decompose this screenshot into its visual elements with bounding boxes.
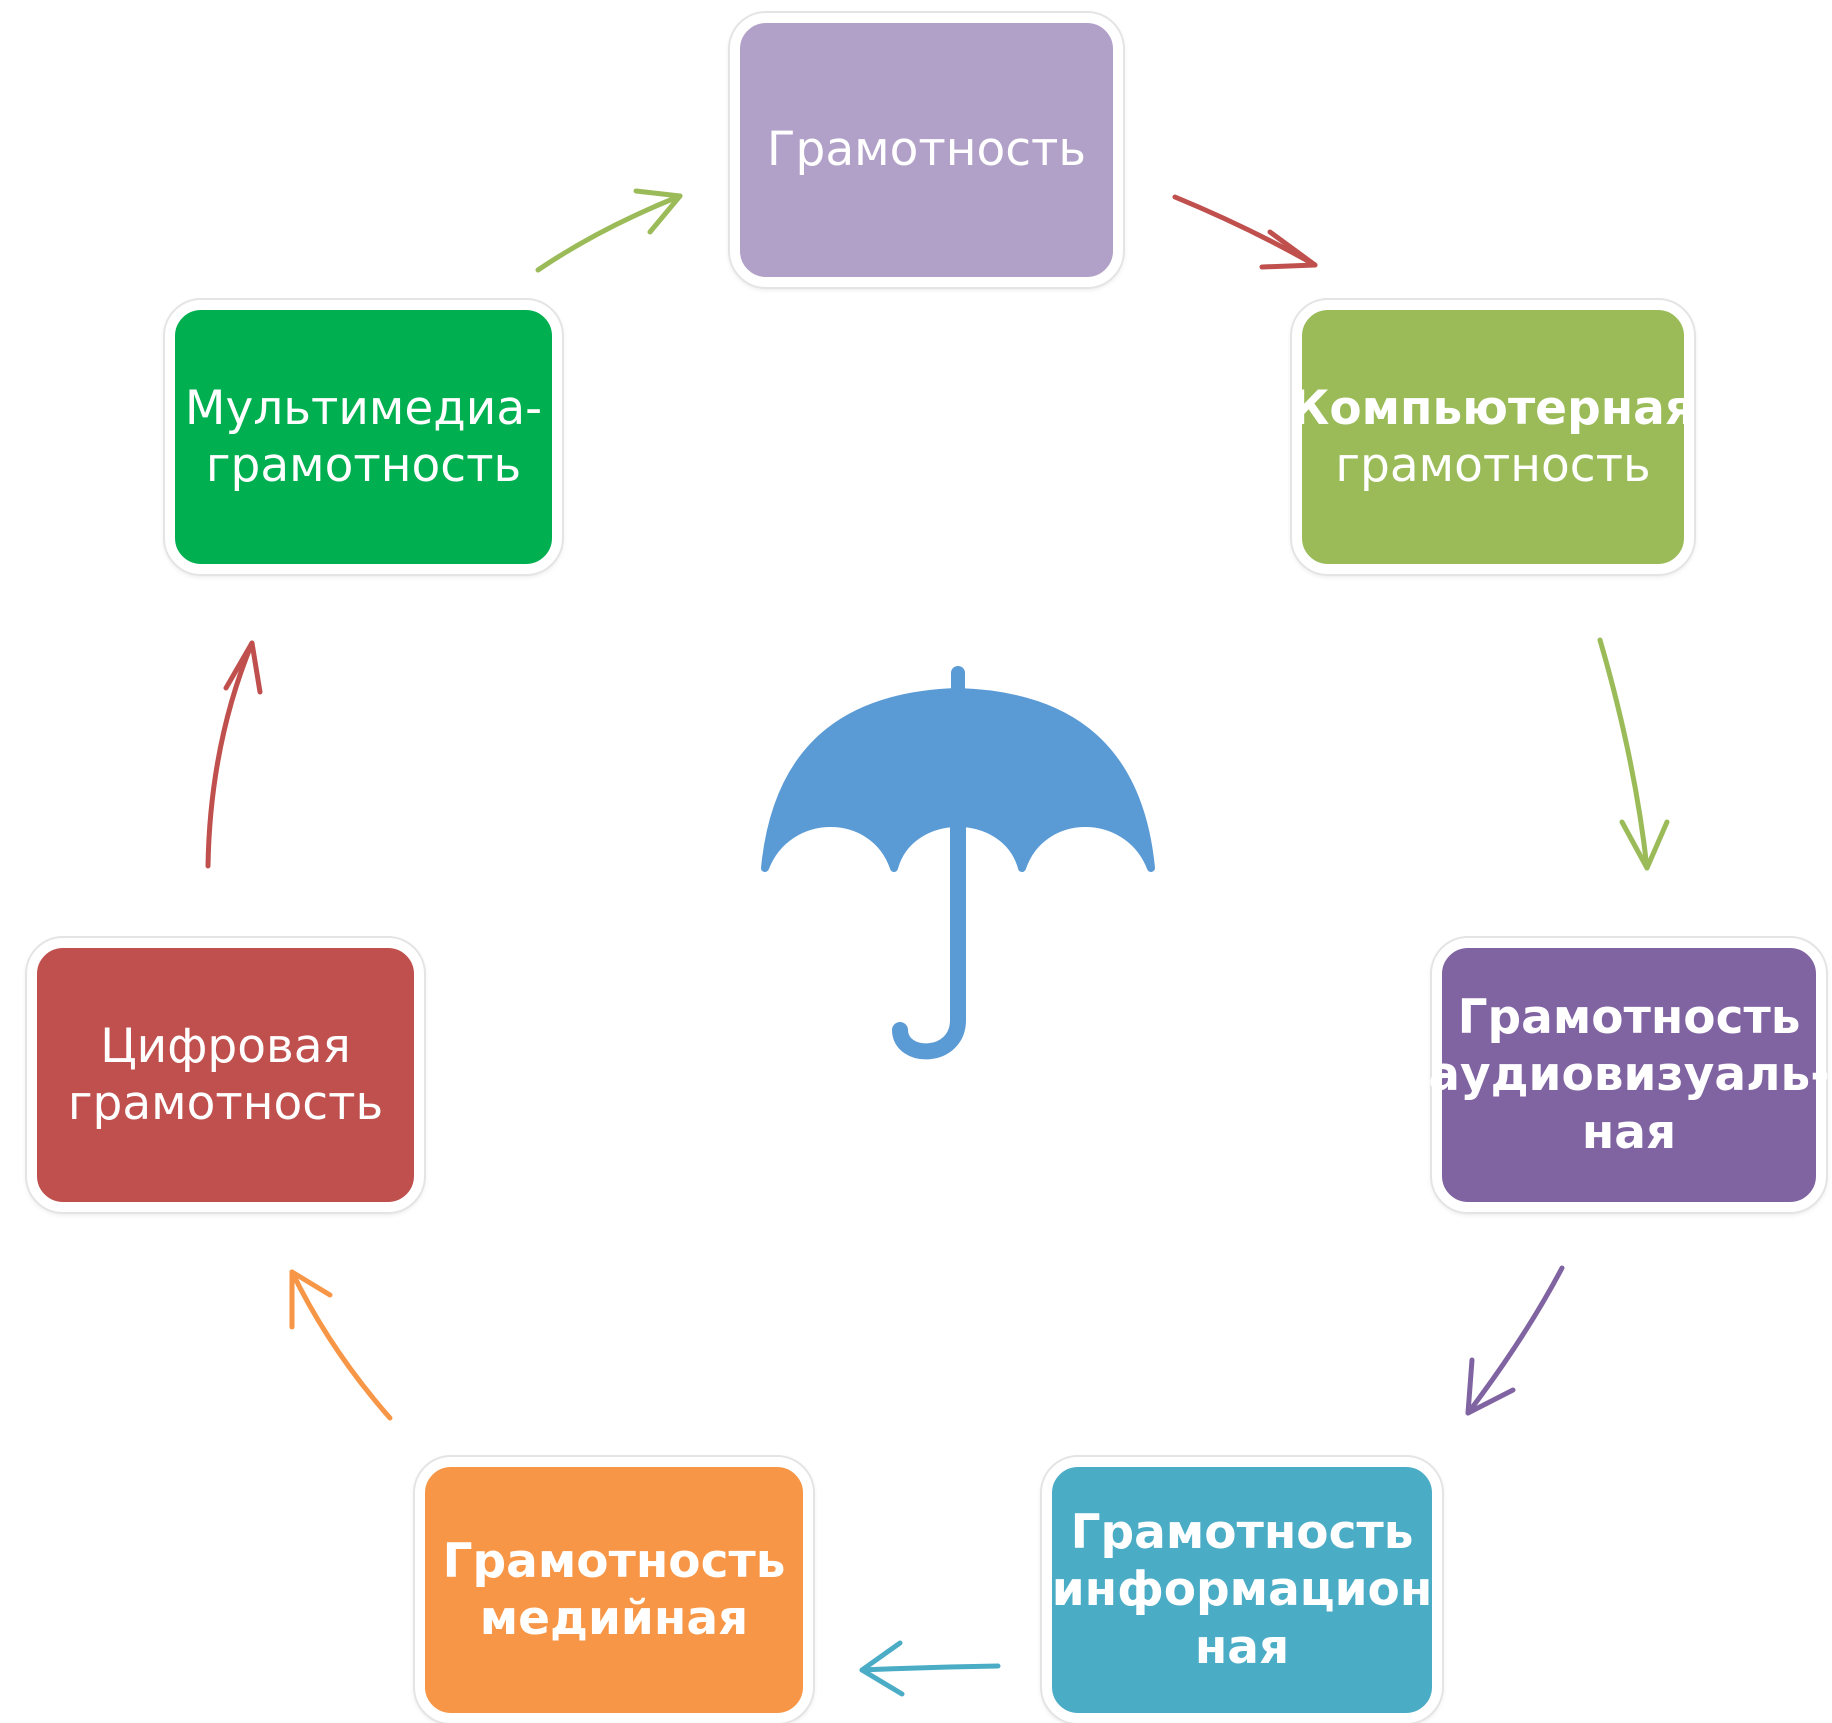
node-line: информацион bbox=[1051, 1562, 1433, 1618]
node-line: ная bbox=[1194, 1619, 1290, 1675]
node-informatsionnaya-label: Грамотность информацион ная bbox=[1052, 1504, 1433, 1676]
node-multimedia: Мультимедиа- грамотность bbox=[165, 300, 562, 574]
node-line: Грамотность bbox=[1457, 990, 1801, 1045]
node-kompyuternaya-label: Компьютерная грамотность bbox=[1291, 380, 1695, 495]
node-tsifrovaya: Цифровая грамотность bbox=[27, 938, 424, 1212]
node-line: Грамотность bbox=[766, 122, 1087, 178]
arrow-informatsionnaya-to-mediynaya bbox=[859, 1640, 1001, 1697]
node-multimedia-label: Мультимедиа- грамотность bbox=[185, 380, 542, 495]
node-mediynaya-label: Грамотность медийная bbox=[443, 1533, 786, 1648]
node-informatsionnaya: Грамотность информацион ная bbox=[1042, 1457, 1442, 1723]
node-kompyuternaya: Компьютерная грамотность bbox=[1291, 300, 1695, 574]
node-tsifrovaya-label: Цифровая грамотность bbox=[68, 1018, 383, 1133]
node-mediynaya: Грамотность медийная bbox=[415, 1457, 813, 1723]
node-line: аудиовизуаль- bbox=[1428, 1047, 1830, 1103]
arrow-audiovizualnaya-to-informatsionnaya bbox=[1465, 1265, 1565, 1416]
arrow-mediynaya-to-tsifrovaya bbox=[289, 1269, 393, 1421]
arrow-tsifrovaya-to-multimedia bbox=[205, 640, 263, 869]
node-audiovizualnaya: Грамотность аудиовизуаль- ная bbox=[1428, 938, 1830, 1212]
node-gramotnost-label: Грамотность bbox=[767, 121, 1086, 178]
node-line: медийная bbox=[479, 1591, 749, 1646]
node-gramotnost: Грамотность bbox=[730, 13, 1123, 287]
arrow-kompyuternaya-to-audiovizualnaya bbox=[1597, 637, 1670, 871]
node-line: Мультимедиа- bbox=[184, 380, 543, 436]
node-line: Компьютерная bbox=[1290, 380, 1696, 436]
arrow-gramotnost-to-kompyuternaya bbox=[1172, 194, 1318, 270]
node-line: грамотность bbox=[1335, 438, 1651, 493]
node-line: Цифровая bbox=[100, 1018, 351, 1074]
node-line: Грамотность bbox=[442, 1533, 786, 1589]
arrow-multimedia-to-gramotnost bbox=[535, 188, 683, 273]
node-line: ная bbox=[1581, 1104, 1677, 1160]
node-line: Грамотность bbox=[1070, 1505, 1414, 1560]
node-line: грамотность bbox=[205, 438, 522, 493]
node-audiovizualnaya-label: Грамотность аудиовизуаль- ная bbox=[1428, 989, 1830, 1161]
node-line: грамотность bbox=[67, 1076, 384, 1131]
